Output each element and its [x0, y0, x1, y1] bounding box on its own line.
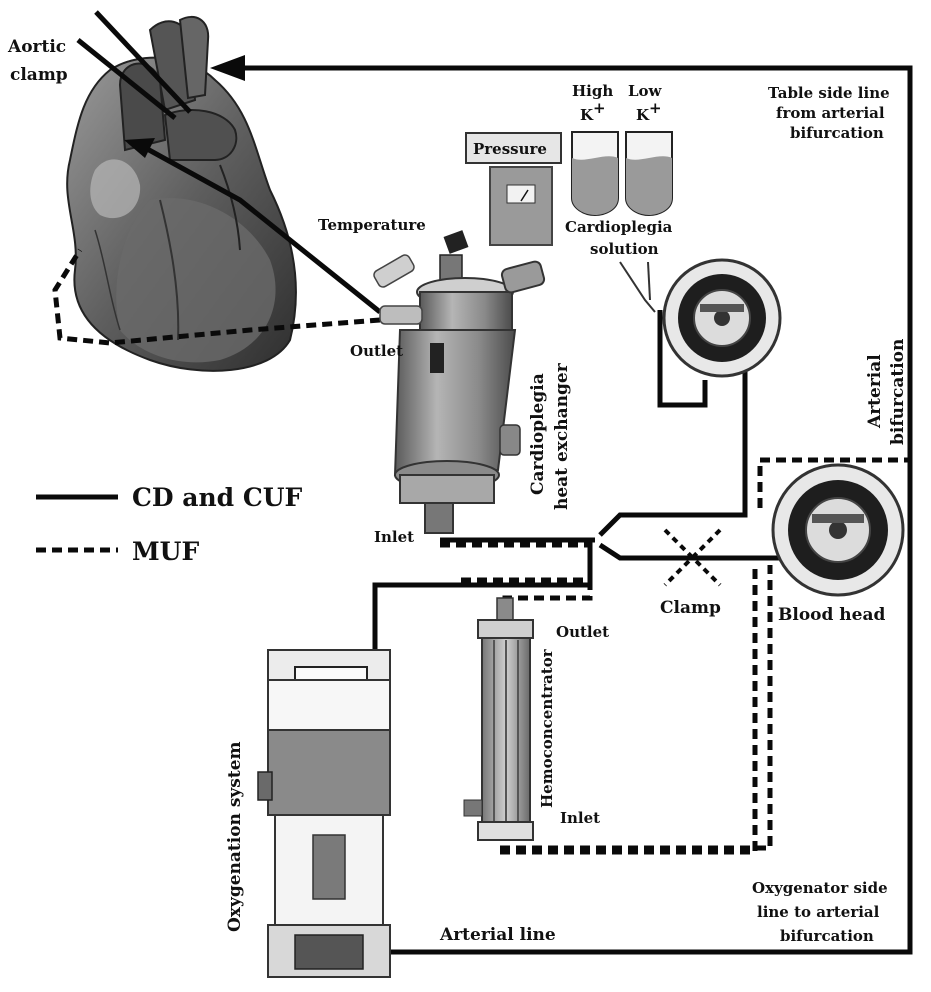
- heart-arrow-icon: [124, 138, 155, 158]
- muf-bottom-line: [500, 565, 773, 851]
- muf-hemo-line: [502, 580, 593, 615]
- low-k-bag: [625, 131, 673, 217]
- high-k-bag: [571, 131, 619, 217]
- cardioplegia-pump: [662, 258, 782, 378]
- dashed-lines: [52, 248, 910, 855]
- aortic-clamp: [76, 10, 192, 120]
- table-side-label-2: from arterial: [776, 104, 885, 122]
- labels: Aortic clamp Table side line from arteri…: [7, 37, 908, 945]
- table-side-line: [243, 65, 913, 955]
- arterial-bifurcation-label-1: Arterial: [865, 354, 885, 429]
- arterial-line-label: Arterial line: [439, 925, 556, 945]
- hemoconcentrator: [463, 597, 534, 841]
- cardioplegia-solution-label-1: Cardioplegia: [565, 218, 673, 236]
- arterial-bifurcation-label-2: bifurcation: [888, 339, 908, 445]
- aortic-clamp-label: Aortic: [7, 37, 66, 57]
- cardioplegia-solution-label-2: solution: [590, 240, 659, 258]
- cardioplegia-heat-exchanger: [373, 230, 546, 534]
- blood-head-pump: [771, 463, 905, 597]
- table-side-label-1: Table side line: [768, 84, 890, 102]
- muf-inner-line: [500, 565, 758, 855]
- low-k-superscript: +: [649, 99, 662, 117]
- hemoconcentrator-label: Hemoconcentrator: [538, 648, 556, 808]
- hemoconcentrator-outlet-label: Outlet: [556, 623, 609, 641]
- table-side-label-3: bifurcation: [790, 124, 884, 142]
- high-k-superscript: +: [593, 99, 606, 117]
- high-k-label-1: High: [572, 82, 613, 100]
- cardioplegia-delivery-line: [138, 142, 382, 314]
- oxygenation-system-label: Oxygenation system: [225, 741, 245, 932]
- aorta-arrow-icon: [210, 55, 245, 81]
- solid-lines: [138, 65, 913, 955]
- clamp-label: Clamp: [660, 598, 721, 618]
- low-k-label-1: Low: [628, 82, 663, 100]
- pump-out-line: [598, 370, 748, 537]
- oxygenation-system: [257, 649, 391, 978]
- aortic-clamp-label-2: clamp: [10, 65, 68, 85]
- clamp-icon: [663, 528, 722, 587]
- low-k-label-2: K: [636, 106, 650, 124]
- heat-exchanger-label-1: Cardioplegia: [528, 373, 548, 495]
- oxygenator-side-label-2: line to arterial: [757, 903, 880, 921]
- muf-bifurcation-line: [757, 457, 910, 508]
- hemoconcentrator-inlet-label: Inlet: [560, 809, 600, 827]
- temperature-label: Temperature: [318, 216, 426, 234]
- blood-head-label: Blood head: [778, 605, 886, 625]
- blood-head-branch: [598, 512, 793, 561]
- oxygenator-side-label-3: bifurcation: [780, 927, 874, 945]
- legend: CD and CUF MUF: [36, 483, 303, 566]
- pressure-label: Pressure: [473, 140, 547, 158]
- solution-to-pump-line: [657, 310, 708, 408]
- arterial-line-wire: [372, 548, 593, 655]
- heat-exchanger-inlet-label: Inlet: [374, 528, 414, 546]
- oxygenator-side-label-1: Oxygenator side: [752, 879, 888, 897]
- pressure-gauge: [465, 132, 562, 246]
- muf-inlet-line: [440, 542, 593, 583]
- heat-exchanger-label-2: heat exchanger: [552, 362, 572, 510]
- heat-exchanger-outlet-label: Outlet: [350, 342, 403, 360]
- muf-heart-line: [52, 248, 381, 346]
- legend-dashed-label: MUF: [132, 537, 199, 566]
- high-k-label-2: K: [580, 106, 594, 124]
- legend-solid-label: CD and CUF: [132, 483, 303, 512]
- bag-tubing: [619, 261, 656, 313]
- heart-illustration: [66, 15, 297, 372]
